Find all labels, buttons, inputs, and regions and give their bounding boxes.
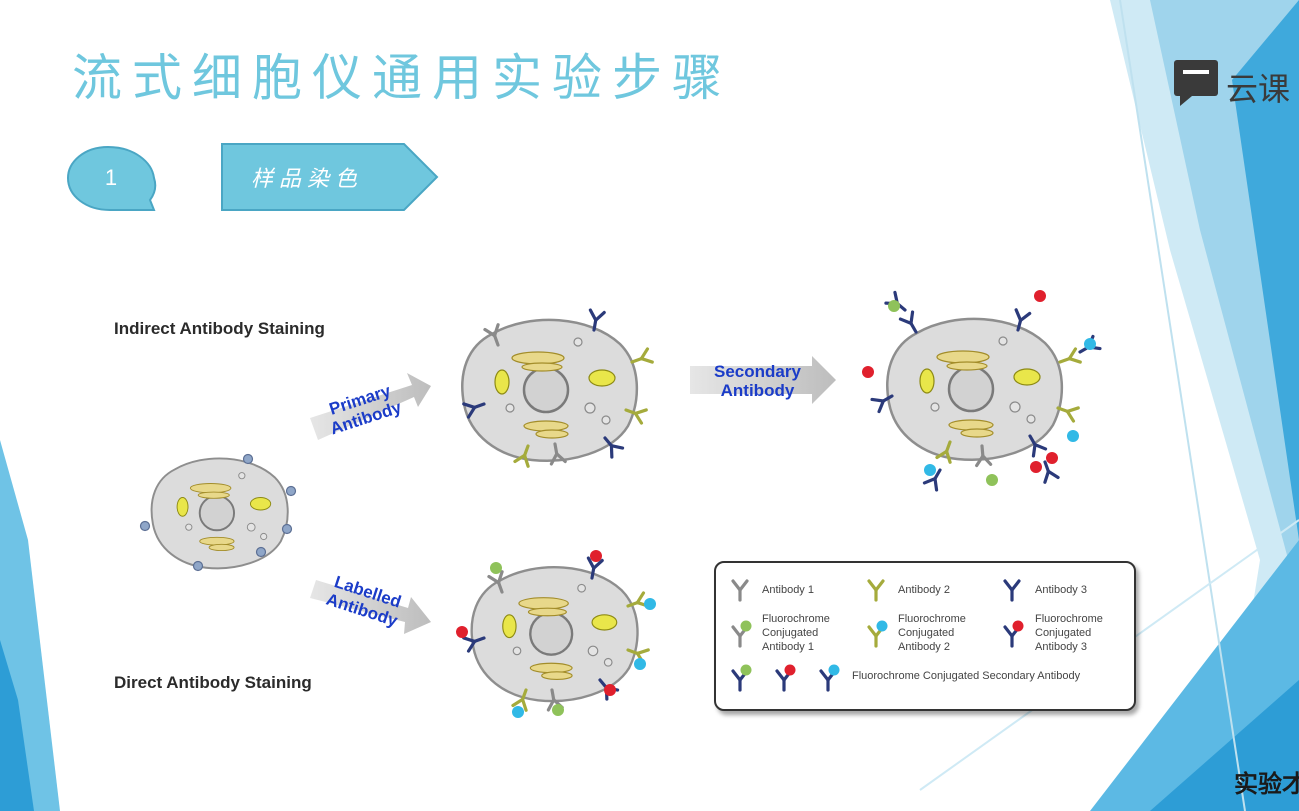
legend-antibody3: Antibody 3 (1035, 584, 1087, 596)
arrow-secondary (690, 356, 836, 404)
left-band-dark (0, 640, 34, 811)
legend-antibody1: Antibody 1 (762, 584, 814, 596)
step-label: 样品染色 (250, 167, 363, 192)
cell-center (150, 457, 289, 570)
legend-antibody2: Antibody 2 (898, 584, 950, 596)
cell-receptors (139, 453, 297, 572)
cell-direct (470, 566, 639, 703)
watermark: 实验才 (1234, 769, 1299, 798)
arrow-labelled (310, 580, 431, 634)
logo-text: 云课 (1226, 70, 1291, 108)
step-number: 1 (104, 165, 118, 190)
right-band-dark (1232, 0, 1299, 811)
indirect-staining-label: Indirect Antibody Staining (114, 319, 325, 338)
direct-staining-label: Direct Antibody Staining (114, 673, 312, 692)
direct-cell-fluorochromes (456, 550, 656, 718)
arrow-primary (310, 373, 431, 440)
bottom-wedge (1150, 680, 1299, 811)
secondary-cell-fluorochromes (862, 290, 1096, 486)
step-label-chevron (221, 143, 439, 211)
deco-line (1119, 0, 1246, 811)
slide-title: 流式细胞仪通用实验步骤 (72, 49, 732, 107)
cell-primary (461, 318, 639, 463)
cell-secondary (886, 317, 1064, 462)
legend-secondary: Fluorochrome Conjugated Secondary Antibo… (852, 670, 1081, 682)
step-number-bubble (66, 145, 157, 211)
logo-icon (1174, 60, 1218, 106)
